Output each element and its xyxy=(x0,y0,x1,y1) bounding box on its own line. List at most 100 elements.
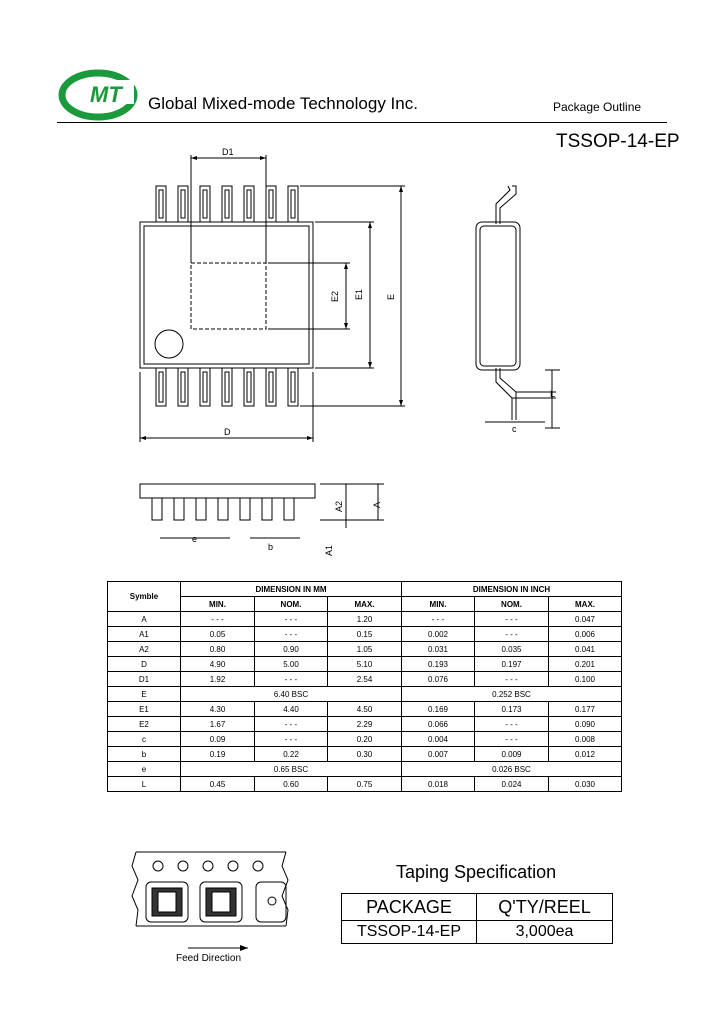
dimension-cell: 0.066 xyxy=(401,716,475,732)
label-b: b xyxy=(268,542,273,552)
dimension-cell: 0.05 xyxy=(180,626,255,642)
dimension-cell: 4.50 xyxy=(327,701,402,717)
front-view-pin xyxy=(151,497,163,521)
svg-text:MT: MT xyxy=(90,82,123,107)
dimension-cell: 1.20 xyxy=(327,611,402,627)
front-view-pin xyxy=(173,497,185,521)
label-L: L xyxy=(550,389,555,399)
dimension-cell: 0.006 xyxy=(548,626,622,642)
dimension-cell: L xyxy=(107,776,181,792)
package-pin xyxy=(177,367,189,407)
dimension-cell: A2 xyxy=(107,641,181,657)
package-pin xyxy=(221,367,233,407)
dimension-cell: - - - xyxy=(474,611,549,627)
sub-header: NOM. xyxy=(474,596,549,612)
sub-header: NOM. xyxy=(254,596,328,612)
package-pin xyxy=(287,185,299,223)
package-pin-inner xyxy=(180,189,186,219)
package-pin-inner xyxy=(224,371,230,403)
tape-drawing xyxy=(131,851,289,951)
dimension-cell: 0.026 BSC xyxy=(401,761,622,777)
dimension-cell: 1.92 xyxy=(180,671,255,687)
dimension-cell: 0.90 xyxy=(254,641,328,657)
dimension-cell: E2 xyxy=(107,716,181,732)
package-pin xyxy=(221,185,233,223)
dimension-cell: - - - xyxy=(180,611,255,627)
sub-header: MAX. xyxy=(548,596,622,612)
dimension-cell: - - - xyxy=(401,611,475,627)
package-pin xyxy=(177,185,189,223)
dimension-cell: 5.00 xyxy=(254,656,328,672)
dimension-cell: 0.75 xyxy=(327,776,402,792)
dimension-cell: 1.67 xyxy=(180,716,255,732)
package-pin xyxy=(155,367,167,407)
dimension-cell: 4.30 xyxy=(180,701,255,717)
package-pin-inner xyxy=(202,371,208,403)
sub-header: MAX. xyxy=(327,596,402,612)
dimension-cell: 0.012 xyxy=(548,746,622,762)
taping-cell: 3,000ea xyxy=(476,920,613,944)
dimension-table: Symble DIMENSION IN MM DIMENSION IN INCH… xyxy=(107,581,622,792)
taping-cell: TSSOP-14-EP xyxy=(341,920,477,944)
dimension-cell: 0.007 xyxy=(401,746,475,762)
dimension-cell: 4.90 xyxy=(180,656,255,672)
dimension-cell: 0.030 xyxy=(548,776,622,792)
label-D1: D1 xyxy=(222,147,234,157)
dimension-cell: E1 xyxy=(107,701,181,717)
dimension-cell: e xyxy=(107,761,181,777)
dimension-cell: 0.20 xyxy=(327,731,402,747)
package-pin-inner xyxy=(290,189,296,219)
dimension-cell: D xyxy=(107,656,181,672)
dimension-row: A- - -- - -1.20- - -- - -0.047 xyxy=(107,611,622,627)
package-pin-inner xyxy=(246,371,252,403)
company-name: Global Mixed-mode Technology Inc. xyxy=(148,94,418,113)
section-title: Package Outline xyxy=(553,100,642,114)
feed-direction-label: Feed Direction xyxy=(176,953,242,964)
taping-header-qty: Q'TY/REEL xyxy=(476,893,613,921)
sub-header: MIN. xyxy=(401,596,475,612)
dimension-cell: 0.80 xyxy=(180,641,255,657)
taping-header-package: PACKAGE xyxy=(341,893,477,921)
header-divider xyxy=(57,122,667,123)
label-E2: E2 xyxy=(330,291,340,302)
dimension-cell: - - - xyxy=(254,716,328,732)
label-e: e xyxy=(192,534,197,544)
package-pin-inner xyxy=(268,371,274,403)
symbol-header: Symble xyxy=(107,581,181,612)
dimension-cell: - - - xyxy=(254,671,328,687)
dimension-cell: 0.031 xyxy=(401,641,475,657)
package-pin-inner xyxy=(268,189,274,219)
inch-header: DIMENSION IN INCH xyxy=(401,581,622,597)
mm-header: DIMENSION IN MM xyxy=(180,581,402,597)
front-view-pin xyxy=(217,497,229,521)
dimension-cell: 0.002 xyxy=(401,626,475,642)
dimension-cell: E xyxy=(107,686,181,702)
package-pin xyxy=(243,185,255,223)
dimension-cell: 4.40 xyxy=(254,701,328,717)
dimension-cell: 0.252 BSC xyxy=(401,686,622,702)
dimension-cell: 0.090 xyxy=(548,716,622,732)
dimension-cell: 0.173 xyxy=(474,701,549,717)
front-view-pin xyxy=(261,497,273,521)
label-E1: E1 xyxy=(354,289,364,300)
package-pin-inner xyxy=(202,189,208,219)
top-view-drawing: D1 D E2 E1 E L c A2 A A1 e b xyxy=(139,147,560,556)
dimension-cell: 0.169 xyxy=(401,701,475,717)
company-logo: MT xyxy=(58,69,138,121)
package-pin-inner xyxy=(246,189,252,219)
dimension-cell: - - - xyxy=(474,716,549,732)
front-view-pin xyxy=(195,497,207,521)
package-pin xyxy=(265,367,277,407)
dimension-cell: 0.018 xyxy=(401,776,475,792)
dimension-cell: 0.193 xyxy=(401,656,475,672)
package-name: TSSOP-14-EP xyxy=(556,131,680,152)
dimension-cell: 0.177 xyxy=(548,701,622,717)
dimension-cell: 0.076 xyxy=(401,671,475,687)
